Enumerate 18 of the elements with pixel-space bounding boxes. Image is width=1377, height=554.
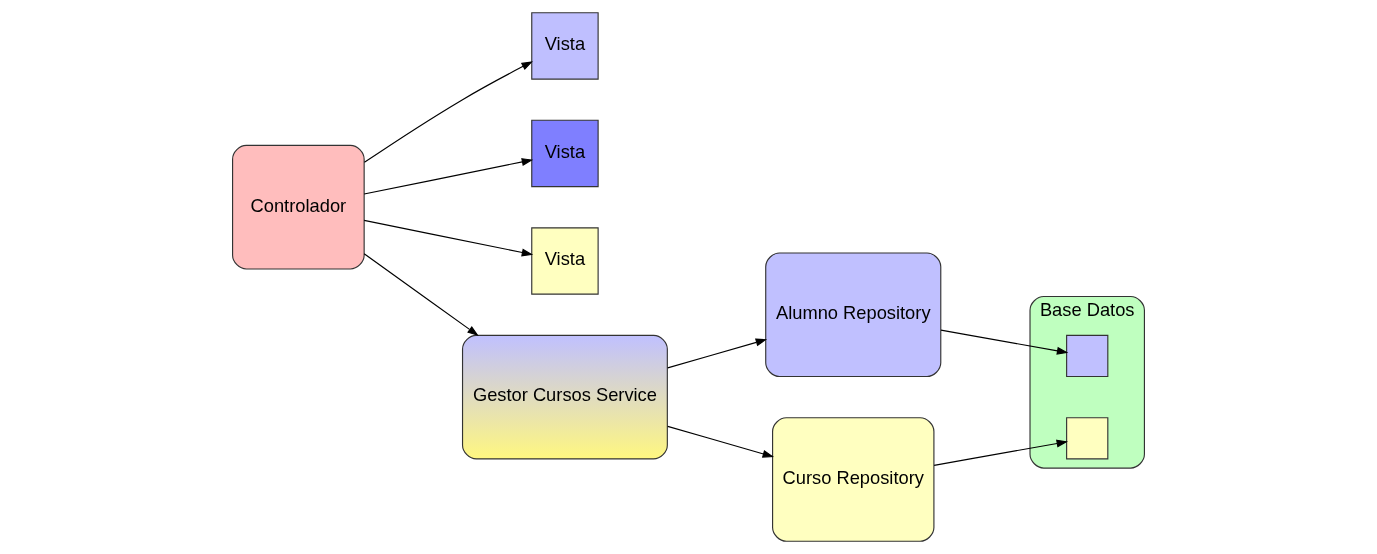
arrow <box>940 329 1069 355</box>
node-box: Gestor Cursos Service <box>461 334 668 460</box>
arrow <box>667 338 768 369</box>
node-box: Curso Repository <box>772 417 935 542</box>
cluster: Base Datos <box>1029 295 1145 469</box>
node-box: Controlador <box>232 144 365 270</box>
arrow <box>667 425 774 458</box>
node-box <box>1066 334 1109 378</box>
node-box: Vista <box>531 227 599 295</box>
arrow <box>363 253 479 337</box>
arrow <box>363 158 534 195</box>
node-box: Vista <box>531 12 599 80</box>
node-box: Vista <box>531 119 599 188</box>
arrow <box>363 219 534 257</box>
arrow <box>933 439 1068 466</box>
node-box: Alumno Repository <box>765 252 942 378</box>
arrow <box>363 61 533 163</box>
node-box <box>1066 417 1109 460</box>
